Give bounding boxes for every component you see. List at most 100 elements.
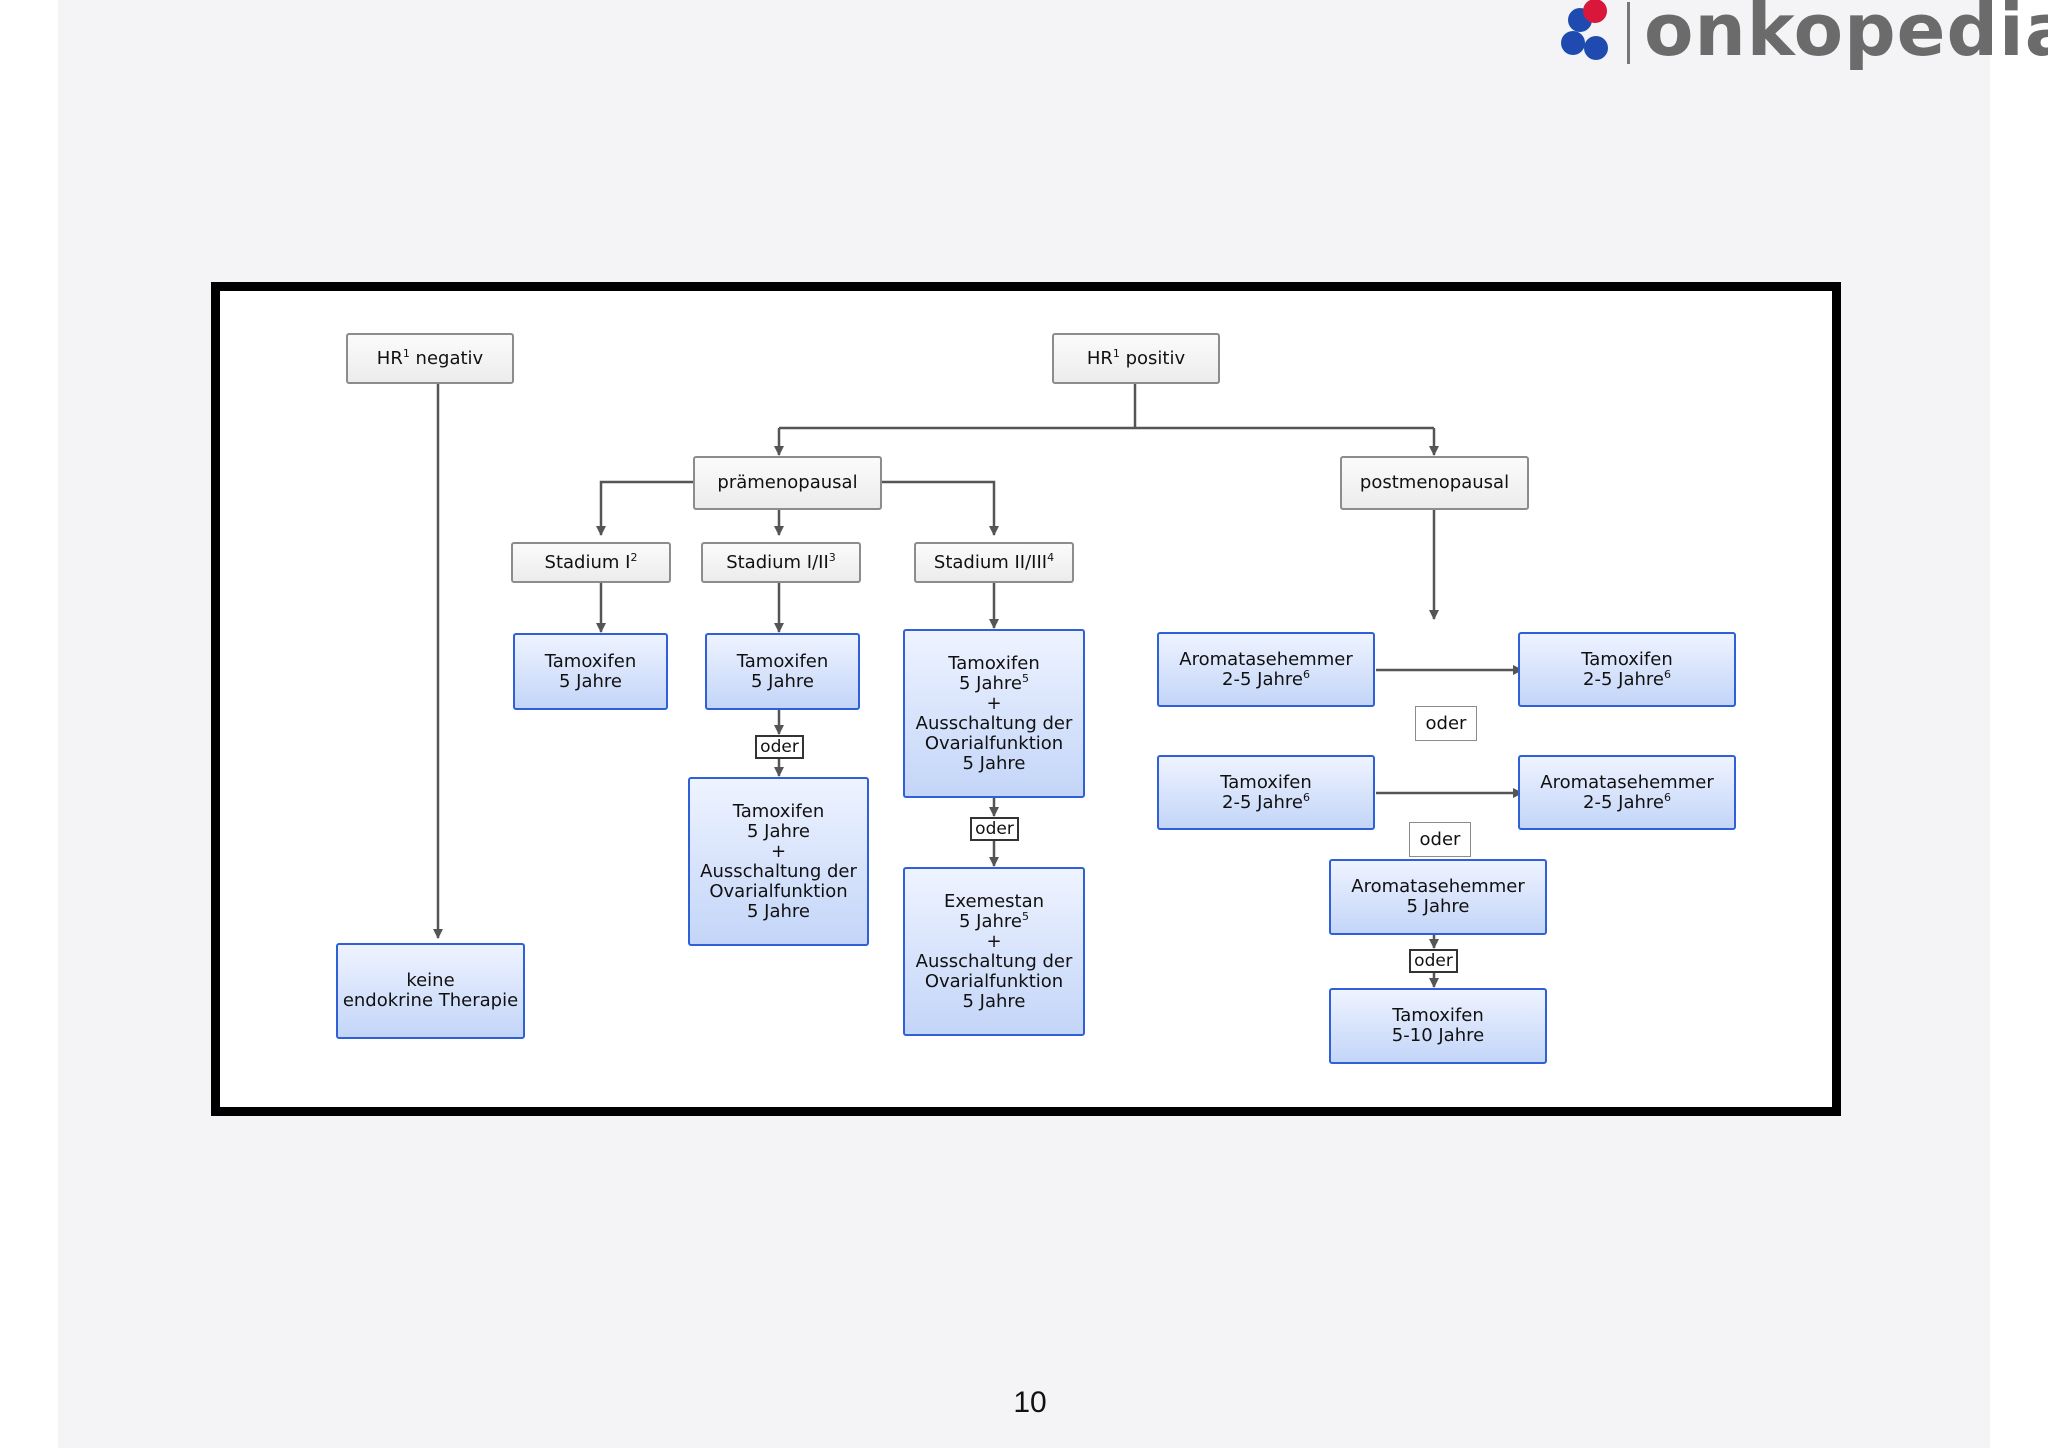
onkopedia-logo — [1548, 0, 1998, 76]
therapy-line: 5 Jahre5 — [959, 671, 1029, 694]
logo-wordmark: onkopedia — [1644, 0, 2048, 72]
hr-negativ-box: HR1 negativ — [346, 333, 514, 384]
connector-layer — [433, 380, 1523, 988]
therapy-line: + — [770, 840, 787, 862]
footnote-marker: 2 — [630, 550, 638, 564]
footnote-marker: 6 — [1663, 667, 1671, 681]
therapy-line: endokrine Therapie — [342, 990, 519, 1011]
footnote-marker: 4 — [1047, 550, 1055, 564]
oder-label: oder — [1414, 951, 1453, 971]
therapy-line: 5 Jahre — [962, 990, 1026, 1012]
therapy-line: Ovarialfunktion — [924, 732, 1064, 754]
oder-label: oder — [975, 819, 1014, 839]
hr-negativ-prefix: HR — [376, 347, 403, 369]
hr-positiv-box: HR1 positiv — [1052, 333, 1220, 384]
footnote-marker: 5 — [1022, 671, 1029, 685]
post-aromatase-2-5-second-box: Aromatasehemmer 2-5 Jahre6 — [1518, 755, 1736, 830]
footnote-marker: 6 — [1663, 790, 1671, 804]
col2-oder-box: oder — [755, 735, 804, 759]
therapy-line: Aromatasehemmer — [1179, 648, 1353, 670]
col3-exemestan-combo-box: Exemestan 5 Jahre5 + Ausschaltung der Ov… — [903, 867, 1085, 1036]
col2-combo-box: Tamoxifen 5 Jahre + Ausschaltung der Ova… — [688, 777, 869, 946]
therapy-line: 5 Jahre — [747, 820, 810, 842]
page-number: 10 — [1013, 1386, 1047, 1419]
logo-divider — [1627, 2, 1630, 64]
keine-therapie-box: keine endokrine Therapie — [336, 943, 525, 1039]
hr-negativ-label: HR1 negativ — [376, 346, 484, 369]
therapy-line: Ausschaltung der — [915, 950, 1073, 972]
footnote-marker: 1 — [402, 346, 410, 360]
footnote-marker: 5 — [1022, 909, 1029, 923]
oder-label: oder — [1419, 828, 1461, 850]
stadium-1-box: Stadium I2 — [511, 542, 671, 583]
therapy-duration: 5 Jahre — [959, 672, 1022, 694]
logo-dot — [1584, 36, 1608, 60]
therapy-line: Tamoxifen — [736, 650, 829, 672]
oder-label: oder — [1425, 712, 1467, 734]
postmenopausal-label: postmenopausal — [1359, 472, 1510, 493]
stadium-1-text: Stadium I — [544, 551, 631, 573]
therapy-duration: 5 Jahre — [959, 910, 1022, 932]
footnote-marker: 6 — [1302, 667, 1310, 681]
therapy-line: 5 Jahre — [962, 752, 1026, 774]
therapy-duration: 2-5 Jahre — [1583, 668, 1664, 690]
connector-to-stadium-3 — [873, 480, 999, 536]
therapy-line: Tamoxifen — [732, 800, 825, 822]
logo-dot — [1561, 31, 1585, 55]
therapy-line: Tamoxifen — [1220, 771, 1312, 793]
therapy-line: 5 Jahre — [747, 900, 810, 922]
therapy-line: 5 Jahre — [559, 670, 622, 692]
therapy-line: 2-5 Jahre6 — [1583, 790, 1671, 813]
stadium-3-text: Stadium II/III — [933, 551, 1048, 573]
col1-tamoxifen-box: Tamoxifen 5 Jahre — [513, 633, 668, 710]
therapy-duration: 2-5 Jahre — [1583, 791, 1664, 813]
therapy-line: 5 Jahre — [1406, 896, 1470, 917]
stadium-3-label: Stadium II/III4 — [933, 550, 1055, 573]
post-oder-box-2: oder — [1409, 822, 1471, 857]
therapy-line: 5 Jahre — [751, 670, 814, 692]
therapy-line: 2-5 Jahre6 — [1583, 667, 1671, 690]
therapy-line: Ausschaltung der — [915, 712, 1073, 734]
hr-positiv-label: HR1 positiv — [1086, 346, 1186, 369]
praemenopausal-label: prämenopausal — [717, 472, 858, 493]
therapy-line: Ovarialfunktion — [709, 880, 848, 902]
footnote-marker: 3 — [828, 550, 836, 564]
therapy-duration: 2-5 Jahre — [1222, 791, 1303, 813]
post-aromatase-2-5-box: Aromatasehemmer 2-5 Jahre6 — [1157, 632, 1375, 707]
stadium-2-text: Stadium I/II — [726, 551, 829, 573]
postmenopausal-box: postmenopausal — [1340, 456, 1529, 510]
diagram-frame: HR1 negativ HR1 positiv prämenopausal po… — [211, 282, 1841, 1116]
therapy-line: 5-10 Jahre — [1391, 1025, 1485, 1046]
post-oder-box-1: oder — [1415, 706, 1477, 741]
therapy-line: 2-5 Jahre6 — [1222, 790, 1310, 813]
therapy-line: Tamoxifen — [1581, 648, 1673, 670]
col3-tamoxifen-combo-box: Tamoxifen 5 Jahre5 + Ausschaltung der Ov… — [903, 629, 1085, 798]
therapy-line: keine — [406, 970, 455, 991]
post-aromatase-5-box: Aromatasehemmer 5 Jahre — [1329, 859, 1547, 935]
therapy-line: 2-5 Jahre6 — [1222, 667, 1310, 690]
post-tamoxifen-2-5-first-box: Tamoxifen 2-5 Jahre6 — [1157, 755, 1375, 830]
stadium-1-label: Stadium I2 — [544, 550, 638, 573]
post-tamoxifen-2-5-box: Tamoxifen 2-5 Jahre6 — [1518, 632, 1736, 707]
therapy-line: 5 Jahre5 — [959, 909, 1029, 932]
post-oder-box-3: oder — [1409, 949, 1458, 973]
footnote-marker: 6 — [1302, 790, 1310, 804]
logo-dots-icon — [1561, 0, 1630, 64]
therapy-line: + — [986, 930, 1002, 952]
therapy-line: Ausschaltung der — [700, 860, 857, 882]
footnote-marker: 1 — [1112, 346, 1120, 360]
therapy-line: Tamoxifen — [1392, 1005, 1484, 1026]
col2-tamoxifen-box: Tamoxifen 5 Jahre — [705, 633, 860, 710]
hr-negativ-suffix: negativ — [409, 347, 484, 369]
hr-positiv-prefix: HR — [1086, 347, 1113, 369]
therapy-line: Ovarialfunktion — [924, 970, 1064, 992]
logo-dot — [1583, 0, 1607, 23]
stadium-2-box: Stadium I/II3 — [701, 542, 861, 583]
col3-oder-box: oder — [970, 817, 1019, 841]
praemenopausal-box: prämenopausal — [693, 456, 882, 510]
therapy-line: + — [986, 692, 1002, 714]
hr-positiv-suffix: positiv — [1119, 347, 1186, 369]
post-tamoxifen-5-10-box: Tamoxifen 5-10 Jahre — [1329, 988, 1547, 1064]
therapy-line: Exemestan — [943, 890, 1045, 912]
therapy-line: Aromatasehemmer — [1351, 876, 1525, 897]
